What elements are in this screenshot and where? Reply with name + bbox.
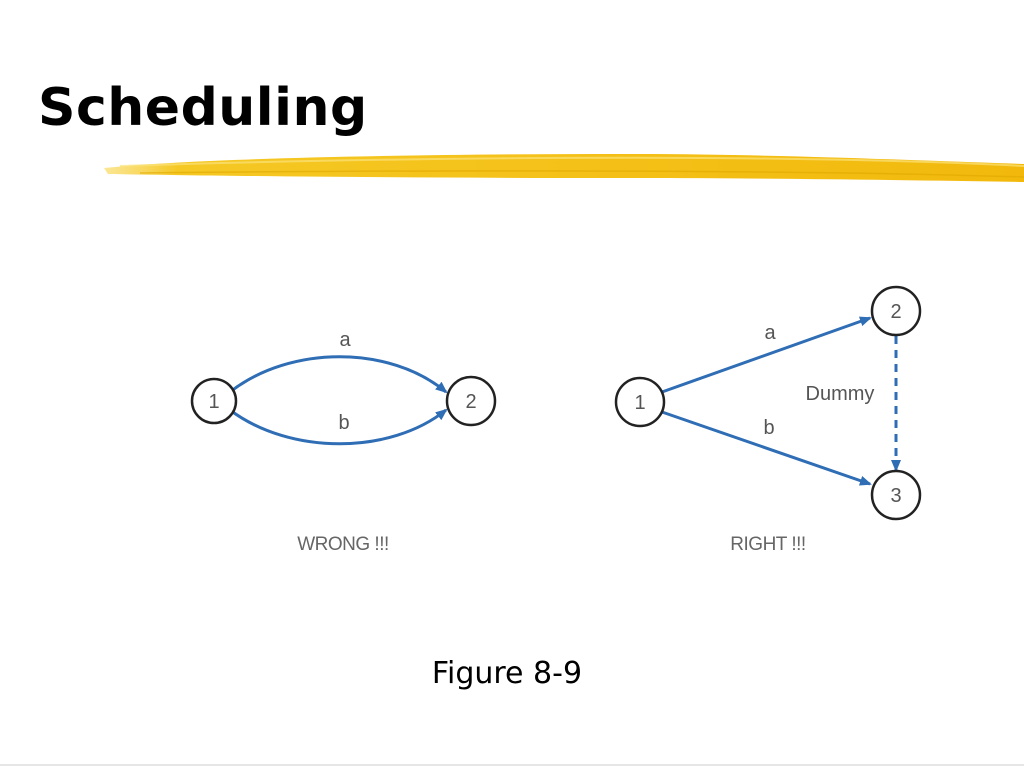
highlighter-stroke [104, 154, 1024, 182]
wrong-node-2 [445, 375, 497, 427]
wrong-edge-a [229, 355, 448, 394]
wrong-node-2-label: 2 [465, 391, 476, 413]
right-diagram: 1 2 3 a b Dummy RIGHT !!! [614, 285, 922, 555]
right-node-1 [614, 376, 666, 428]
bottom-divider [0, 764, 1024, 766]
right-edge-a [661, 316, 872, 394]
right-node-1-label: 1 [634, 392, 645, 414]
figure-label: Figure 8-9 [431, 656, 583, 691]
slide-title: Scheduling [38, 78, 368, 138]
wrong-node-1-label: 1 [208, 391, 219, 413]
wrong-caption: WRONG !!! [297, 534, 389, 555]
wrong-edge-a-label: a [339, 329, 351, 351]
wrong-edge-b [229, 408, 448, 446]
wrong-diagram: 1 2 a b WRONG !!! [190, 329, 497, 555]
right-node-2 [870, 285, 922, 337]
wrong-edge-b-label: b [338, 412, 349, 434]
right-edge-a-label: a [764, 322, 776, 344]
right-edge-dummy-label: Dummy [806, 383, 875, 405]
right-node-3 [870, 469, 922, 521]
right-caption: RIGHT !!! [730, 534, 805, 555]
right-edge-b [661, 410, 872, 486]
right-node-3-label: 3 [890, 485, 901, 507]
right-edge-b-label: b [763, 417, 774, 439]
right-node-2-label: 2 [890, 301, 901, 323]
wrong-node-1 [190, 377, 238, 425]
